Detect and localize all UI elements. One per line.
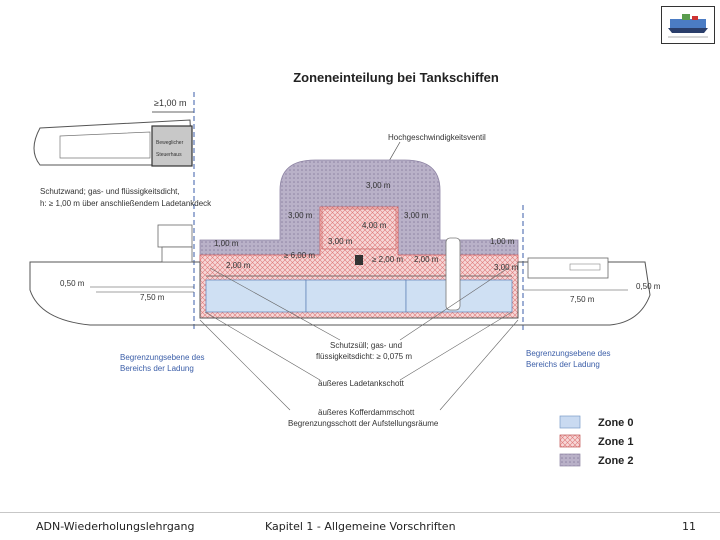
logo-ship-icon [668,14,708,38]
legend-zone2: Zone 2 [598,455,633,467]
hsv-label: Hochgeschwindigkeitsventil [388,133,486,142]
diagram-title: Zoneneinteilung bei Tankschiffen [293,70,499,85]
dim-small-l: 2,00 m [226,261,251,270]
dim-deck-r: 1,00 m [490,237,515,246]
boundary-label-left-2: Bereichs der Ladung [120,364,194,373]
tank-pipe [445,237,461,311]
boundary-label-left-1: Begrenzungsebene des [120,353,205,362]
dim-center: ≥ 6,00 m [284,251,315,260]
footer-chapter: Kapitel 1 - Allgemeine Vorschriften [265,520,456,533]
dim-small-r: 3,00 m [494,263,519,272]
dim-mid-small-r: 2,00 m [414,255,439,264]
boundary-label-right-2: Bereichs der Ladung [526,360,600,369]
dim-inner-top: 4,00 m [362,221,387,230]
shield-label-2: flüssigkeitsdicht: ≥ 0,075 m [316,352,412,361]
wheelhouse-label-1: Beweglicher [156,140,184,146]
dim-center2: ≥ 2,00 m [372,255,403,264]
legend: Zone 0 Zone 1 Zone 2 [559,415,633,467]
dim-right-750: 7,50 m [570,295,595,304]
legend-swatch-zone1 [559,434,581,448]
ship-hull [29,261,651,326]
dim-left-050: 0,50 m [60,279,85,288]
wall-label-2: h: ≥ 1,00 m über anschließendem Ladetank… [40,199,212,208]
hsv-valve [355,255,363,265]
footer-course: ADN-Wiederholungslehrgang [36,520,195,533]
dim-dome-l: 3,00 m [288,211,313,220]
wheelhouse-sketch: Beweglicher Steuerhaus ≥1,00 m [33,98,194,167]
cofferdam-label-2: Begrenzungsschott der Aufstellungsräume [288,419,439,428]
footer-divider [0,512,720,513]
boundary-label-right-1: Begrenzungsebene des [526,349,611,358]
right-deckhouse [527,257,609,279]
zone0-tanks [205,275,513,313]
dim-inner-mid: 3,00 m [328,237,353,246]
wall-label-1: Schutzwand; gas- und flüssigkeitsdicht, [40,187,180,196]
dim-dome-r: 3,00 m [404,211,429,220]
logo [661,6,715,44]
legend-zone1: Zone 1 [598,436,633,448]
left-deckhouse-base [161,246,193,263]
dim-dome-h: 3,00 m [366,181,391,190]
dim-deck-l: 1,00 m [214,239,239,248]
right-deckhouse-window [569,263,601,271]
legend-swatch-zone2 [559,453,581,467]
zone1-inner [321,208,397,250]
dim-right-050: 0,50 m [636,282,661,291]
legend-swatch-zone0 [559,415,581,429]
cofferdam-label-1: äußeres Kofferdammschott [318,408,415,417]
dim-left-750: 7,50 m [140,293,165,302]
shield-label-1: Schutzsüll; gas- und [330,341,402,350]
zone-diagram: Zoneneinteilung bei Tankschiffen Bewegli… [29,70,661,467]
footer-page-number: 11 [682,520,696,533]
outer-tank-label: äußeres Ladetankschott [318,379,405,388]
left-deckhouse [157,224,193,248]
dim-top: ≥1,00 m [154,98,186,108]
legend-zone0: Zone 0 [598,417,633,429]
wheelhouse-label-2: Steuerhaus [156,152,182,158]
